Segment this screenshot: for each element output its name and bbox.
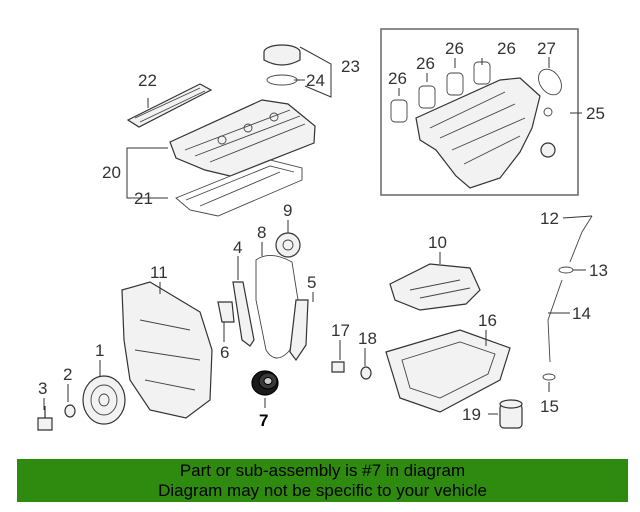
drain-plug[interactable] bbox=[331, 361, 345, 373]
callout-1: 1 bbox=[95, 341, 104, 360]
callout-14: 14 bbox=[572, 304, 591, 323]
dipstick-o-ring[interactable] bbox=[558, 266, 574, 274]
callout-26c: 26 bbox=[445, 39, 464, 58]
engine-cover-plate[interactable] bbox=[126, 83, 213, 128]
drain-plug-washer[interactable] bbox=[360, 366, 372, 380]
info-banner: Part or sub-assembly is #7 in diagram Di… bbox=[17, 459, 628, 502]
camshaft-sprocket[interactable] bbox=[275, 232, 301, 258]
callout-25: 25 bbox=[586, 104, 605, 123]
callout-17: 17 bbox=[331, 321, 350, 340]
intake-gasket-set[interactable] bbox=[390, 61, 491, 123]
callout-11: 11 bbox=[150, 263, 168, 282]
pulley-bolt[interactable] bbox=[37, 406, 53, 431]
callout-19: 19 bbox=[462, 405, 481, 424]
chain-tensioner-arm[interactable] bbox=[289, 299, 309, 362]
callout-26d: 26 bbox=[497, 39, 516, 58]
callout-10: 10 bbox=[428, 233, 447, 252]
callout-4: 4 bbox=[233, 238, 242, 257]
callout-20: 20 bbox=[102, 163, 121, 182]
banner-line-1: Part or sub-assembly is #7 in diagram bbox=[179, 461, 466, 480]
callout-8: 8 bbox=[257, 223, 266, 242]
engine-parts-diagram: 22 23 24 20 21 26 26 26 26 27 25 12 13 1… bbox=[37, 28, 608, 431]
timing-cover[interactable] bbox=[121, 281, 213, 419]
chain-tensioner[interactable] bbox=[217, 301, 235, 323]
oil-filler-cap[interactable] bbox=[263, 44, 301, 66]
banner-line-2: Diagram may not be specific to your vehi… bbox=[158, 481, 487, 500]
crankshaft-sprocket[interactable] bbox=[251, 370, 279, 396]
valve-cover-gasket[interactable] bbox=[175, 159, 303, 217]
callout-12: 12 bbox=[540, 209, 559, 228]
callout-26a: 26 bbox=[388, 69, 407, 88]
filler-cap-seal[interactable] bbox=[266, 74, 298, 86]
throttle-body-gasket[interactable] bbox=[534, 65, 566, 99]
callout-9: 9 bbox=[283, 201, 292, 220]
intake-manifold[interactable] bbox=[415, 77, 556, 189]
callout-7: 7 bbox=[259, 411, 268, 430]
callout-6: 6 bbox=[220, 343, 229, 362]
callout-3: 3 bbox=[38, 379, 47, 398]
leader-lines bbox=[43, 46, 593, 415]
callout-16: 16 bbox=[478, 311, 497, 330]
crankshaft-pulley[interactable] bbox=[82, 375, 126, 425]
dipstick-tube[interactable] bbox=[547, 279, 563, 363]
callout-2: 2 bbox=[63, 365, 72, 384]
callout-5: 5 bbox=[307, 273, 316, 292]
callout-22: 22 bbox=[138, 71, 157, 90]
oil-pan[interactable] bbox=[385, 329, 511, 413]
oil-dipstick[interactable] bbox=[569, 215, 593, 263]
timing-chain-guide[interactable] bbox=[232, 281, 255, 347]
tube-o-ring[interactable] bbox=[542, 373, 556, 381]
oil-filter[interactable] bbox=[499, 399, 523, 429]
callout-15: 15 bbox=[540, 397, 559, 416]
callout-21: 21 bbox=[134, 189, 153, 208]
valve-cover[interactable] bbox=[169, 99, 316, 177]
callout-27: 27 bbox=[537, 39, 556, 58]
callout-24: 24 bbox=[306, 71, 325, 90]
callout-18: 18 bbox=[358, 329, 377, 348]
callout-13: 13 bbox=[589, 261, 608, 280]
oil-pump[interactable] bbox=[389, 263, 481, 311]
callout-26b: 26 bbox=[416, 54, 435, 73]
callout-23: 23 bbox=[341, 57, 360, 76]
pulley-washer[interactable] bbox=[64, 404, 76, 418]
